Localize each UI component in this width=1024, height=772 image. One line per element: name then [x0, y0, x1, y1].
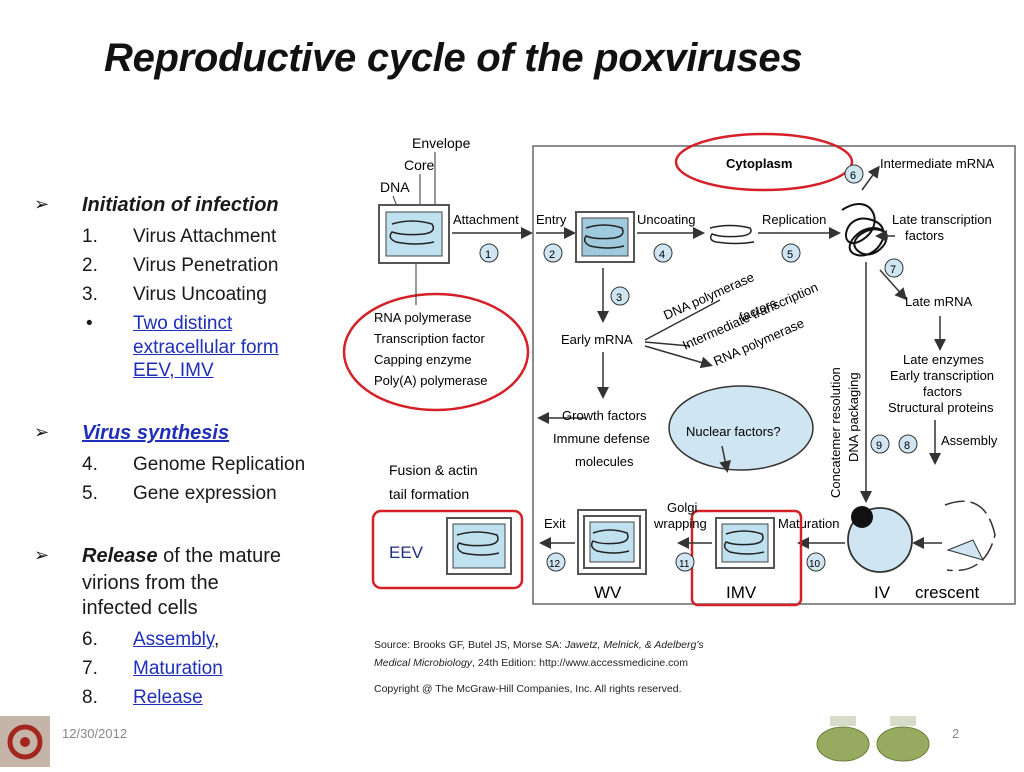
step-late-transcription: Late transcription: [892, 212, 992, 227]
step-assembly: Assembly: [941, 433, 998, 448]
step-late-mrna: Late mRNA: [905, 294, 973, 309]
step-wrapping: wrapping: [653, 516, 707, 531]
step-uncoating: Uncoating: [637, 212, 696, 227]
slide-title: Reproductive cycle of the poxviruses: [104, 36, 803, 80]
svg-text:10: 10: [809, 559, 821, 570]
label-core: Core: [404, 157, 435, 173]
label-imv: IMV: [726, 583, 757, 602]
section-text: infected cells: [82, 597, 198, 619]
step-golgi: Golgi: [667, 500, 697, 515]
step-late-transcription-2: factors: [905, 228, 945, 243]
svg-text:11: 11: [679, 559, 690, 570]
section-text: virions from the: [82, 572, 219, 594]
svg-text:5: 5: [787, 249, 793, 261]
section-heading-link[interactable]: Virus synthesis: [82, 422, 230, 444]
biohazard-logo: [0, 716, 50, 767]
section-heading: Initiation of infection: [82, 194, 279, 216]
step-growth-factors: Growth factors: [562, 408, 647, 423]
biohazard-icon: [7, 724, 43, 760]
section-heading: Release of the mature: [82, 545, 282, 567]
label-wv: WV: [594, 583, 622, 602]
bullet-arrow-icon: ➢: [34, 545, 50, 565]
fusion-label: Fusion & actin: [389, 462, 478, 478]
step-exit: Exit: [544, 516, 566, 531]
eev-highlight: [371, 509, 524, 590]
imv-virion-icon: [715, 517, 775, 569]
step-attachment: Attachment: [453, 212, 519, 227]
label-dna: DNA: [380, 179, 410, 195]
label-iv: IV: [874, 583, 891, 602]
step-early-transcription-2: factors: [923, 384, 963, 399]
bullet-outline: ➢ Initiation of infection 1.Virus Attach…: [34, 194, 306, 708]
svg-text:1: 1: [485, 249, 491, 261]
svg-text:7: 7: [890, 264, 896, 276]
step-maturation: Maturation: [778, 516, 839, 531]
enzymes-highlight: [342, 292, 530, 412]
step-molecules: molecules: [575, 454, 634, 469]
eev-virion-icon: [446, 517, 512, 575]
svg-text:9: 9: [876, 440, 882, 452]
enzyme-label: Transcription factor: [374, 331, 485, 346]
step-concatemer: Concatemer resolution: [828, 367, 843, 498]
footer-date: 12/30/2012: [62, 726, 128, 741]
page-number: 2: [952, 726, 960, 741]
enzyme-label: Capping enzyme: [374, 352, 472, 367]
step-dna-packaging: DNA packaging: [846, 372, 861, 462]
step-entry: Entry: [536, 212, 567, 227]
step-immune-defense: Immune defense: [553, 431, 650, 446]
nuclear-factors: [668, 385, 814, 471]
enzyme-label: Poly(A) polymerase: [374, 373, 487, 388]
svg-text:6: 6: [850, 170, 856, 182]
svg-text:3: 3: [616, 292, 622, 304]
svg-text:8: 8: [904, 440, 910, 452]
svg-text:4: 4: [659, 249, 665, 261]
svg-text:Nuclear factors?: Nuclear factors?: [686, 424, 781, 439]
virion-icon: [575, 211, 635, 263]
label-eev: EEV: [389, 543, 424, 562]
replicated-dna-tangle: [841, 203, 888, 257]
svg-text:12: 12: [549, 559, 561, 570]
crescent-shape: [944, 500, 996, 572]
label-crescent: crescent: [915, 583, 980, 602]
bullet-arrow-icon: ➢: [34, 422, 50, 442]
cytoplasm-label: Cytoplasm: [726, 156, 792, 171]
decor-thumbnail: [872, 712, 934, 762]
step-early-transcription: Early transcription: [890, 368, 994, 383]
fusion-label: tail formation: [389, 486, 469, 502]
step-structural-proteins: Structural proteins: [888, 400, 994, 415]
source-citation: Source: Brooks GF, Butel JS, Morse SA: J…: [374, 639, 704, 695]
virion-icon: [378, 204, 450, 264]
wv-virion-icon: [577, 509, 647, 575]
step-late-enzymes: Late enzymes: [903, 352, 984, 367]
label-envelope: Envelope: [412, 135, 471, 151]
decor-thumbnail: [812, 712, 874, 762]
cytoplasm-highlight: [674, 132, 854, 192]
step-intermediate-mrna: Intermediate mRNA: [880, 156, 994, 171]
svg-text:2: 2: [549, 249, 555, 261]
step-replication: Replication: [762, 212, 826, 227]
step-early-mrna: Early mRNA: [561, 332, 633, 347]
enzyme-label: RNA polymerase: [374, 310, 472, 325]
bullet-arrow-icon: ➢: [34, 194, 50, 214]
